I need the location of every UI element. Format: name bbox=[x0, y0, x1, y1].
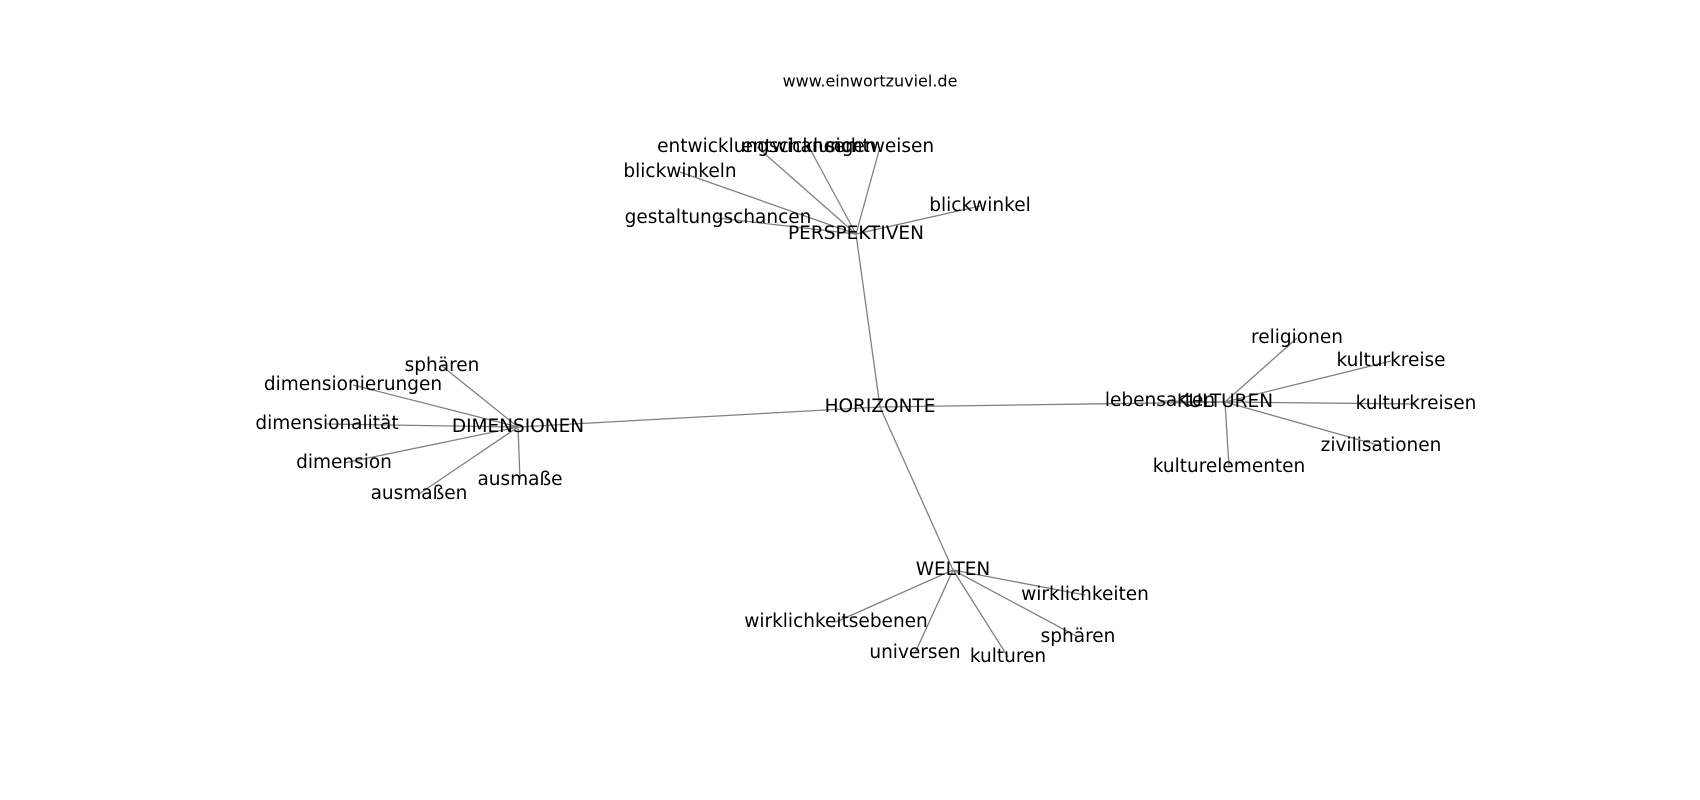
edge-hub-leaf bbox=[517, 426, 521, 481]
edge-hub-leaf bbox=[756, 146, 857, 235]
leaf-node: universen bbox=[869, 642, 960, 663]
edge-layer bbox=[326, 146, 1417, 658]
leaf-node: gestaltungschancen bbox=[625, 207, 812, 228]
leaf-node: dimensionierungen bbox=[264, 374, 442, 395]
edge-hub-leaf bbox=[952, 569, 1086, 596]
leaf-node: entwicklungen bbox=[742, 136, 877, 157]
leaf-node: sichtweisen bbox=[826, 136, 934, 157]
edge-hub-leaf bbox=[418, 426, 519, 495]
hub-node: DIMENSIONEN bbox=[452, 416, 584, 437]
edge-hub-leaf bbox=[717, 217, 857, 235]
edge-hub-leaf bbox=[1224, 337, 1298, 403]
leaf-node: kulturelementen bbox=[1153, 456, 1306, 477]
edge-hub-leaf bbox=[914, 569, 954, 654]
leaf-node: dimension bbox=[296, 452, 392, 473]
leaf-node: blickwinkel bbox=[929, 195, 1030, 216]
edge-center-hub bbox=[855, 233, 881, 408]
leaf-node: wirklichkeitsebenen bbox=[744, 611, 928, 632]
edge-center-hub bbox=[879, 401, 1226, 408]
edge-hub-leaf bbox=[1224, 360, 1392, 403]
edge-hub-leaf bbox=[835, 569, 954, 623]
leaf-node: sphären bbox=[1041, 626, 1116, 647]
label-layer: HORIZONTE PERSPEKTIVEN entwicklungschancen… bbox=[255, 136, 1476, 667]
edge-hub-leaf bbox=[952, 569, 1079, 638]
leaf-node: religionen bbox=[1251, 327, 1343, 348]
site-url: www.einwortzuviel.de bbox=[783, 72, 958, 91]
hub-node: WELTEN bbox=[916, 559, 991, 580]
leaf-node: wirklichkeiten bbox=[1021, 584, 1149, 605]
leaf-node: blickwinkeln bbox=[623, 161, 736, 182]
edge-hub-leaf bbox=[441, 365, 519, 428]
leaf-node: sphären bbox=[405, 355, 480, 376]
edge-center-hub bbox=[517, 406, 881, 428]
edge-hub-leaf bbox=[855, 205, 981, 235]
edge-hub-leaf bbox=[1224, 401, 1417, 405]
edge-hub-leaf bbox=[808, 146, 857, 235]
hub-node: KULTUREN bbox=[1177, 391, 1273, 412]
edge-hub-leaf bbox=[1224, 401, 1382, 447]
leaf-node: ausmaßen bbox=[371, 483, 468, 504]
edge-center-hub bbox=[879, 406, 954, 571]
leaf-node: kulturen bbox=[970, 646, 1046, 667]
edge-hub-leaf bbox=[679, 171, 857, 235]
edge-hub-leaf bbox=[326, 423, 519, 428]
leaf-node: lebensarten bbox=[1105, 390, 1215, 411]
edge-hub-leaf bbox=[343, 426, 519, 464]
leaf-node: kulturkreise bbox=[1336, 350, 1445, 371]
edge-hub-leaf bbox=[952, 569, 1009, 658]
hub-node: PERSPEKTIVEN bbox=[788, 223, 924, 244]
edge-hub-leaf bbox=[1224, 401, 1230, 468]
edge-hub-leaf bbox=[1159, 400, 1226, 403]
leaf-node: zivilisationen bbox=[1321, 435, 1442, 456]
leaf-node: entwicklungschancen bbox=[657, 136, 857, 157]
edge-hub-leaf bbox=[352, 384, 519, 428]
edge-hub-leaf bbox=[855, 146, 881, 235]
center-node: HORIZONTE bbox=[825, 396, 936, 417]
leaf-node: kulturkreisen bbox=[1356, 393, 1477, 414]
leaf-node: dimensionalität bbox=[255, 413, 398, 434]
leaf-node: ausmaße bbox=[477, 469, 562, 490]
